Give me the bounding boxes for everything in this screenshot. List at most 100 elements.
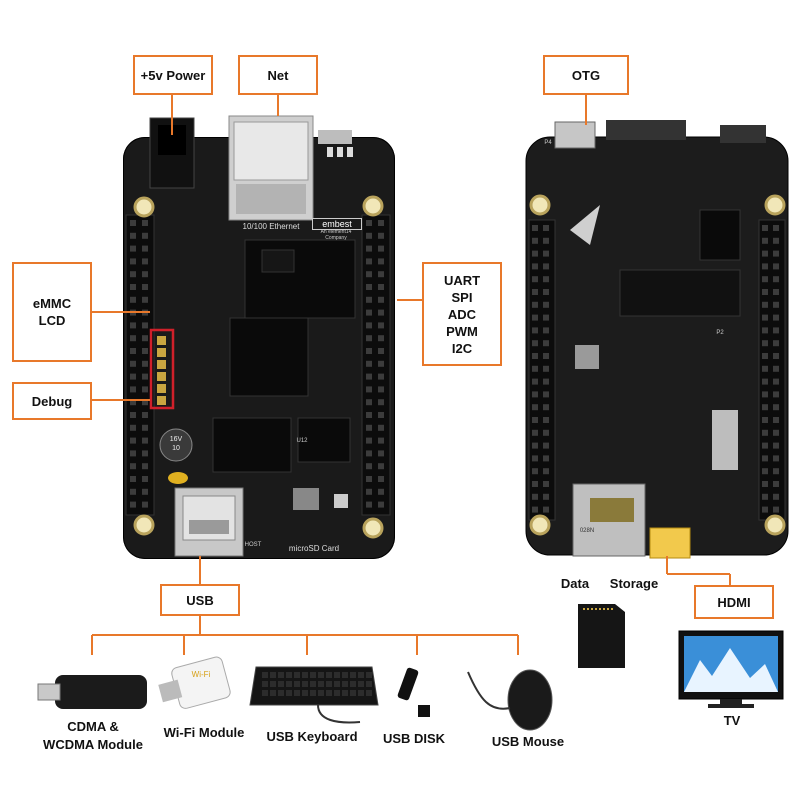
header-pin <box>773 429 779 436</box>
logo-mark <box>570 205 600 245</box>
header-pin <box>130 437 136 444</box>
header-pin <box>157 336 166 345</box>
header-pin <box>543 225 549 231</box>
header-pin <box>366 348 372 354</box>
pmic-chip <box>297 417 351 463</box>
header-pin <box>762 237 768 244</box>
header-pin <box>762 289 768 295</box>
brand-sub-silkscreen: An element14 Company <box>320 229 352 241</box>
header-pin <box>358 681 364 687</box>
header-pin <box>773 468 779 475</box>
header-pin <box>378 399 384 406</box>
header-pin <box>130 450 136 457</box>
header-pin <box>130 424 136 431</box>
header-pin <box>130 412 136 418</box>
header-pin <box>378 488 384 495</box>
header-pin <box>762 353 768 359</box>
power-label-text: +5v Power <box>140 67 206 83</box>
header-pin <box>130 258 136 265</box>
header-pin <box>532 468 538 475</box>
header-pin <box>366 271 372 278</box>
header-pin <box>294 681 300 687</box>
otg-port-silkscreen: P4 <box>544 140 552 146</box>
capacitor <box>159 428 193 462</box>
header-pin <box>532 225 538 231</box>
header-pin <box>762 417 768 423</box>
header-pin <box>142 476 148 482</box>
header-pin <box>773 481 779 487</box>
header-pin <box>342 681 348 687</box>
header-pin <box>157 348 166 357</box>
header-pin <box>378 463 384 470</box>
adc-text: ADC <box>447 306 477 322</box>
header-pin <box>350 681 356 687</box>
header-pin <box>157 396 166 405</box>
mounting-hole <box>362 517 384 539</box>
header-pin <box>130 488 136 495</box>
header-pin <box>762 481 768 487</box>
header-pin <box>366 672 372 678</box>
header-pin <box>142 488 148 495</box>
header-pin <box>762 493 768 500</box>
emmc-chip <box>212 417 292 473</box>
wifi-mark: Wi-Fi <box>191 670 211 679</box>
header-pin <box>142 271 148 278</box>
header-pin <box>366 450 372 457</box>
header-pin <box>366 322 372 329</box>
header-pin <box>366 424 372 431</box>
header-pin <box>366 335 372 342</box>
ram-chip <box>229 317 309 397</box>
header-pin <box>334 672 340 678</box>
header-pin <box>366 232 372 239</box>
header-pin <box>378 360 384 367</box>
header-pin <box>762 468 768 475</box>
header-pin <box>532 455 538 462</box>
header-pin <box>762 429 768 436</box>
header-pin <box>607 608 609 610</box>
header-pin <box>532 301 538 308</box>
header-pin <box>543 378 549 385</box>
header-pin <box>350 672 356 678</box>
header-pin <box>543 276 549 283</box>
header-pin <box>773 455 779 462</box>
header-pin <box>773 225 779 231</box>
storage-caption: Storage <box>609 576 659 591</box>
header-pin <box>366 373 372 380</box>
header-pin <box>318 681 324 687</box>
header-pin <box>773 506 779 513</box>
header-pin <box>366 220 372 226</box>
tv-image <box>678 630 784 708</box>
header-pin <box>278 672 284 678</box>
mini-usb-port <box>318 130 352 144</box>
header-pin <box>543 442 549 449</box>
header-pin <box>532 327 538 334</box>
header-pin <box>294 672 300 678</box>
hdmi-label: HDMI <box>694 585 774 619</box>
header-pin <box>130 322 136 329</box>
debug-label: Debug <box>12 382 92 420</box>
header-pin <box>270 690 276 696</box>
header-pin <box>762 378 768 385</box>
header-pin <box>358 690 364 696</box>
chip-silkscreen: U12 <box>296 438 308 444</box>
header-pin <box>130 463 136 470</box>
beaglebone-board-bottom <box>525 136 789 556</box>
header-pin <box>762 455 768 462</box>
debug-highlight <box>149 328 175 410</box>
header-pin <box>773 340 779 347</box>
header-pin <box>302 681 308 687</box>
header-pin <box>142 424 148 431</box>
hdmi-label-text: HDMI <box>717 594 751 610</box>
header-pin <box>599 608 601 610</box>
mounting-hole <box>133 196 155 218</box>
header-pin <box>773 493 779 500</box>
header-pin <box>543 493 549 500</box>
header-pin <box>358 672 364 678</box>
header-pin <box>543 263 549 270</box>
header-pin <box>310 690 316 696</box>
header-pin <box>378 245 384 252</box>
header-pin <box>591 608 593 610</box>
header-pin <box>762 250 768 257</box>
capacitor-value-2: 10 <box>172 445 180 452</box>
header-pin <box>366 296 372 303</box>
